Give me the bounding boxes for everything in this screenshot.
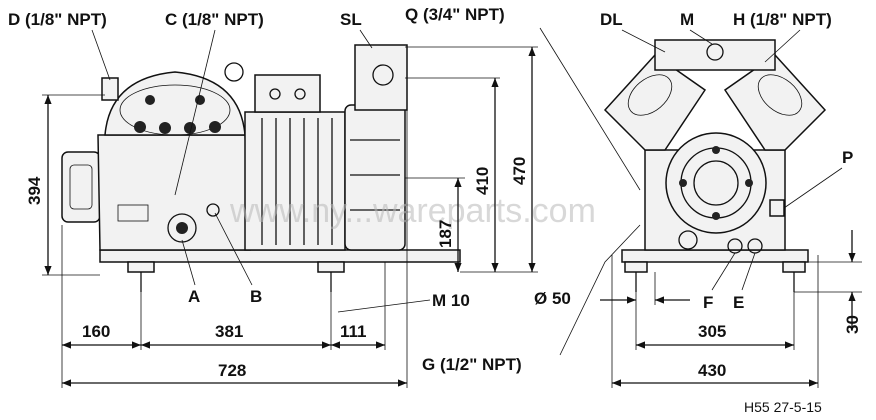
dim-470: 470 <box>510 157 529 185</box>
dim-305: 305 <box>698 322 726 341</box>
service-valve-D <box>101 77 119 101</box>
front-base-plate <box>621 249 809 263</box>
side-dimensions: 394 410 470 187 M 10 160 381 111 <box>25 46 538 388</box>
front-view <box>603 39 827 292</box>
label-D: D (1/8" NPT) <box>8 10 107 29</box>
dim-30: 30 <box>843 315 862 334</box>
dim-111: 111 <box>340 322 367 341</box>
label-Q: Q (3/4" NPT) <box>405 5 505 24</box>
cylinder-head <box>104 71 246 136</box>
suction-stop-valve <box>354 44 408 111</box>
cylinder-bank-right <box>723 54 827 151</box>
label-P: P <box>842 148 853 167</box>
dim-430: 430 <box>698 361 726 380</box>
cylinder-bank-left <box>603 54 707 151</box>
label-A: A <box>188 287 200 306</box>
label-M: M <box>680 10 694 29</box>
side-view <box>61 44 461 292</box>
dim-m10: M 10 <box>432 291 470 310</box>
dim-728: 728 <box>218 361 246 380</box>
label-F: F <box>703 293 713 312</box>
side-callouts: D (1/8" NPT) C (1/8" NPT) SL Q (3/4" NPT… <box>8 5 641 306</box>
label-SL: SL <box>340 10 362 29</box>
side-base-plate <box>99 249 461 263</box>
label-G: G (1/2" NPT) <box>422 355 522 374</box>
label-E: E <box>733 293 744 312</box>
dim-410: 410 <box>473 167 492 195</box>
terminal-box <box>254 74 321 113</box>
front-dimensions: Ø 50 305 430 30 <box>534 230 862 388</box>
side-foot-left <box>127 261 155 273</box>
dim-394: 394 <box>25 176 44 205</box>
port-P <box>769 199 785 217</box>
label-H: H (1/8" NPT) <box>733 10 832 29</box>
front-callouts: DL M H (1/8" NPT) P F E G (1/2" NPT) <box>422 10 853 374</box>
label-DL: DL <box>600 10 623 29</box>
label-C: C (1/8" NPT) <box>165 10 264 29</box>
drawing-reference: H55 27-5-15 <box>744 399 822 415</box>
front-top-valves <box>654 39 776 71</box>
oil-pump-cover <box>61 151 101 223</box>
oil-sight-glass-A <box>167 213 197 243</box>
side-foot-right <box>317 261 345 273</box>
label-B: B <box>250 287 262 306</box>
watermark: www.ny...wareparts.com <box>229 192 596 230</box>
crankcase <box>97 134 251 251</box>
dim-381: 381 <box>215 322 243 341</box>
dim-187: 187 <box>436 220 455 248</box>
dim-diameter-50: Ø 50 <box>534 289 571 308</box>
dim-160: 160 <box>82 322 110 341</box>
